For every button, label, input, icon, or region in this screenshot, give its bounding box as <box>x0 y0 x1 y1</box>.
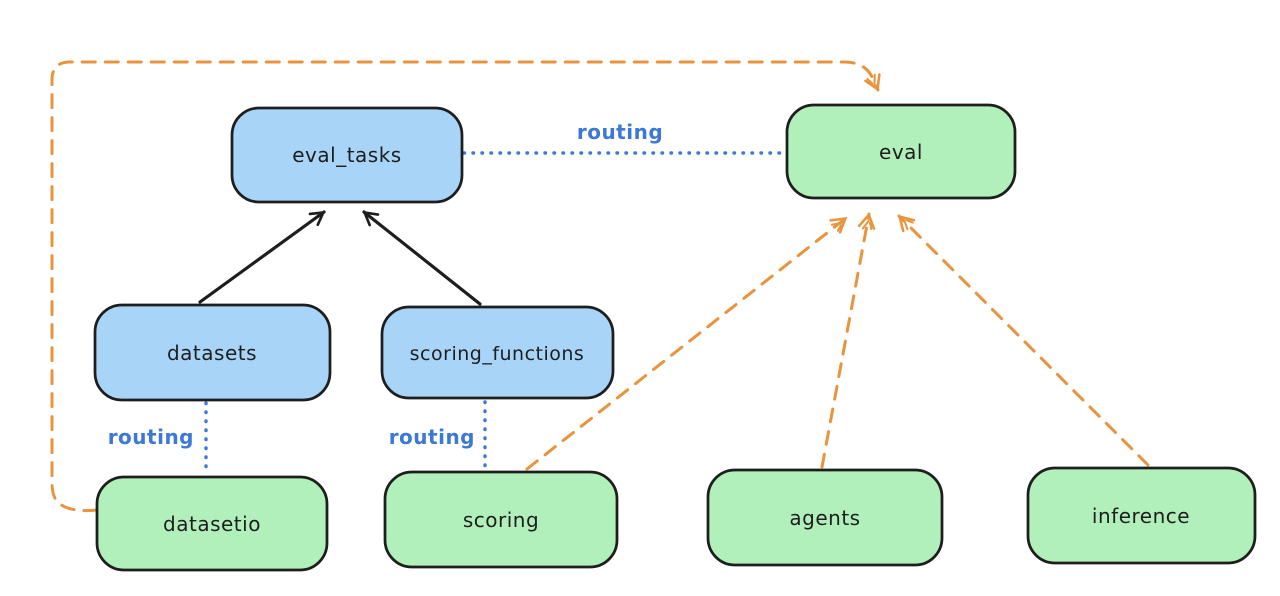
node-agents: agents <box>706 468 944 567</box>
node-scoring: scoring <box>383 470 619 569</box>
node-eval-tasks: eval_tasks <box>230 106 464 204</box>
node-inference-label: inference <box>1092 504 1190 528</box>
node-datasets-box <box>93 303 332 402</box>
node-eval-box <box>785 103 1017 200</box>
node-agents-box <box>706 468 944 567</box>
routing-label-datasetio: routing <box>108 425 194 449</box>
node-eval-tasks-box <box>230 106 464 204</box>
node-scoring-label: scoring <box>463 508 539 532</box>
edge-agents-to-eval <box>820 212 876 469</box>
node-eval-label: eval <box>879 140 923 164</box>
node-datasetio: datasetio <box>95 475 329 572</box>
edge-scoring-functions-to-eval-tasks <box>362 210 482 306</box>
node-eval-tasks-label: eval_tasks <box>292 143 401 167</box>
node-datasets-label: datasets <box>167 341 257 365</box>
node-datasetio-label: datasetio <box>163 512 261 536</box>
edge-datasets-to-eval-tasks <box>198 210 326 304</box>
node-inference-box <box>1026 466 1257 565</box>
node-scoring-functions: scoring_functions <box>380 305 615 400</box>
node-eval: eval <box>785 103 1017 200</box>
node-agents-label: agents <box>789 506 860 530</box>
node-datasets: datasets <box>93 303 332 402</box>
edge-scoring-to-eval <box>525 216 848 471</box>
node-datasetio-box <box>95 475 329 572</box>
routing-label-top: routing <box>577 120 663 144</box>
node-scoring-functions-label: scoring_functions <box>410 343 585 365</box>
node-inference: inference <box>1026 466 1257 565</box>
edge-inference-to-eval <box>897 214 1150 467</box>
node-scoring-functions-box <box>380 305 615 400</box>
edge-datasetio-to-eval <box>50 60 881 512</box>
routing-label-scoring: routing <box>389 425 475 449</box>
node-scoring-box <box>383 470 619 569</box>
